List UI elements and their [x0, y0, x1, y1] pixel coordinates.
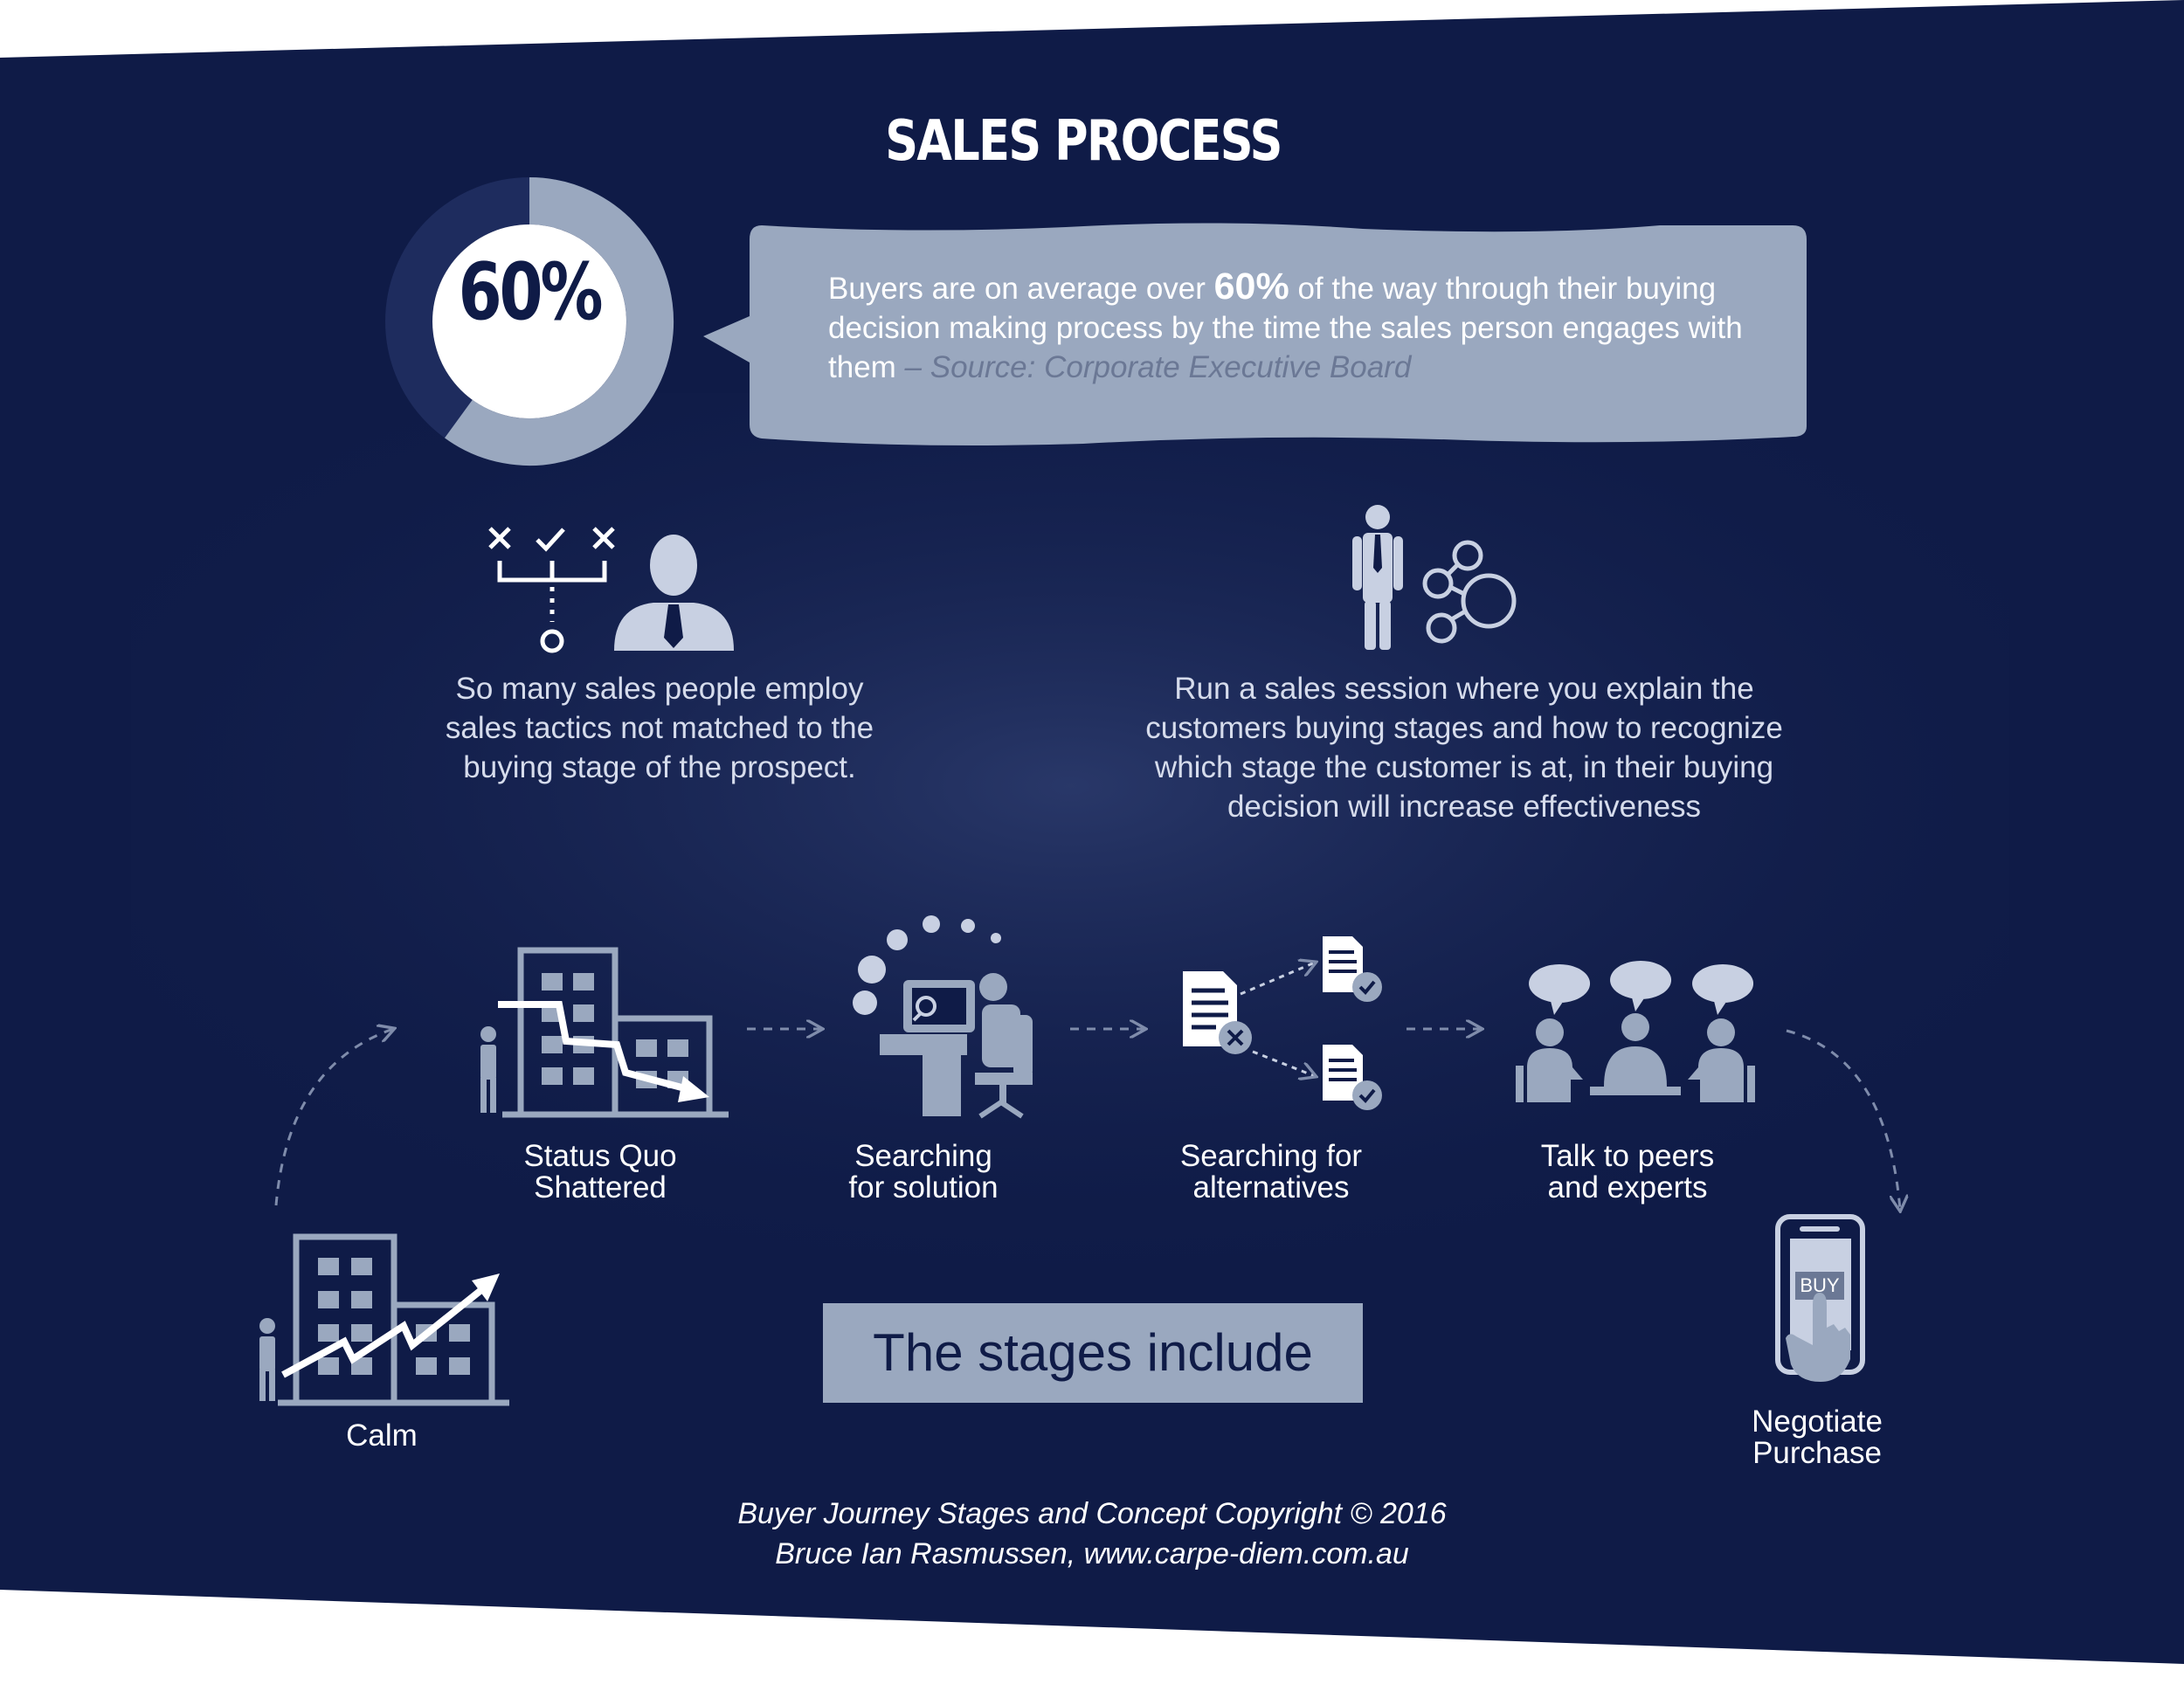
- businessman-icon: [614, 535, 734, 651]
- donut-center: [432, 224, 626, 418]
- stage-label-searching-solution: Searching for solution: [792, 1141, 1054, 1204]
- left-note-line: So many sales people employ: [455, 672, 864, 706]
- callout-highlight: 60%: [1213, 266, 1289, 307]
- stage-label-talk-peers: Talk to peers and experts: [1496, 1141, 1759, 1204]
- right-note-line: decision will increase effectiveness: [1227, 790, 1702, 824]
- flow-arrows: [274, 1029, 1900, 1210]
- rising-graph-building-icon: [259, 1233, 509, 1406]
- speech-bubble: [703, 223, 1807, 445]
- credit-line-2: Bruce Ian Rasmussen, www.carpe-diem.com.…: [775, 1537, 1409, 1570]
- stages-box-label: The stages include: [873, 1323, 1313, 1382]
- phone-buy-label: BUY: [1800, 1274, 1840, 1296]
- callout-text-before: Buyers are on average over: [828, 272, 1214, 306]
- documents-compare-icon: [1183, 936, 1382, 1110]
- donut-progress-arc: [445, 177, 674, 466]
- callout-text-after: of the way through their buying decision…: [828, 272, 1743, 384]
- stages-box: [823, 1303, 1363, 1403]
- stage-label-line: alternatives: [1192, 1170, 1350, 1204]
- falling-graph-building-icon: [480, 947, 729, 1118]
- stage-label-line: Searching: [854, 1139, 992, 1173]
- stage-label-line: Calm: [346, 1418, 418, 1453]
- stage-label-searching-alternatives: Searching for alternatives: [1140, 1141, 1402, 1204]
- right-note-line: Run a sales session where you explain th…: [1174, 672, 1754, 706]
- right-note: Run a sales session where you explain th…: [1089, 669, 1840, 826]
- donut-chart: [385, 177, 674, 466]
- stage-label-line: and experts: [1547, 1170, 1708, 1204]
- computer-search-icon: [853, 915, 1033, 1119]
- credit-line-1: Buyer Journey Stages and Concept Copyrig…: [737, 1497, 1447, 1530]
- left-note: So many sales people employ sales tactic…: [384, 669, 935, 787]
- right-note-line: customers buying stages and how to recog…: [1145, 711, 1783, 745]
- stage-label-line: Talk to peers: [1540, 1139, 1715, 1173]
- stage-label-status-quo: Status Quo Shattered: [469, 1141, 731, 1204]
- credit: Buyer Journey Stages and Concept Copyrig…: [655, 1494, 1529, 1574]
- callout-source: – Source: Corporate Executive Board: [904, 350, 1412, 384]
- right-note-line: which stage the customer is at, in their…: [1154, 750, 1774, 784]
- stage-label-calm: Calm: [251, 1420, 513, 1452]
- phone-buy-icon: [1775, 1214, 1865, 1382]
- standing-man-icon: [1352, 505, 1403, 650]
- left-note-line: buying stage of the prospect.: [463, 750, 856, 784]
- meeting-speech-icon: [1516, 961, 1755, 1102]
- stage-label-negotiate: Negotiate Purchase: [1686, 1406, 1948, 1469]
- stage-label-line: Status Quo: [523, 1139, 677, 1173]
- stat-value: 60%: [458, 246, 604, 338]
- share-network-icon: [1422, 540, 1517, 644]
- photo-glow: [131, 393, 2009, 1267]
- stage-label-line: Purchase: [1752, 1436, 1882, 1470]
- callout-text: Buyers are on average over 60% of the wa…: [828, 267, 1789, 387]
- stage-label-line: Searching for: [1179, 1139, 1363, 1173]
- left-note-line: sales tactics not matched to the: [445, 711, 874, 745]
- choice-tree-icon: [488, 527, 615, 653]
- stage-label-line: Negotiate: [1752, 1405, 1883, 1439]
- page-title: SALES PROCESS: [885, 109, 1282, 174]
- stage-label-line: for solution: [848, 1170, 999, 1204]
- stage-label-line: Shattered: [534, 1170, 667, 1204]
